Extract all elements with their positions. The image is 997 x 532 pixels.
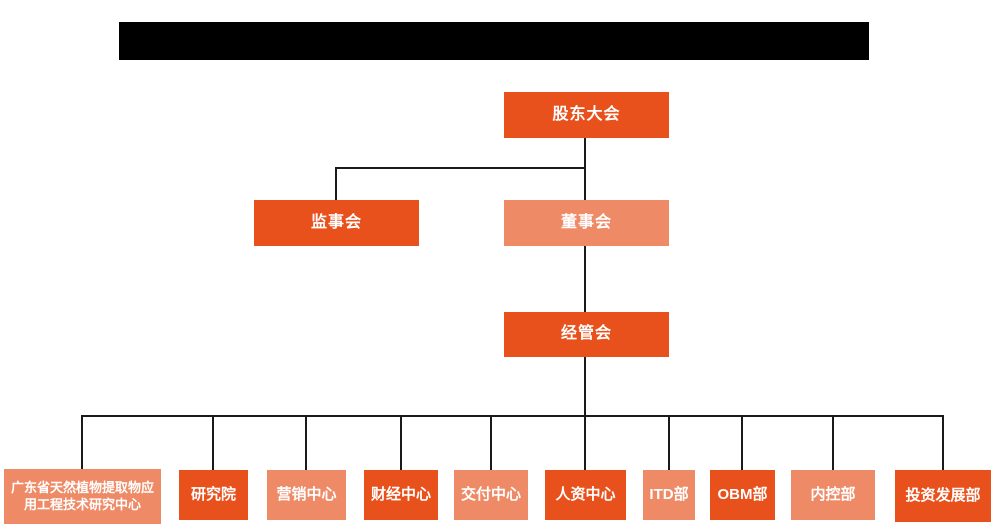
node-supervisory-board: 监事会 (254, 200, 419, 246)
dept-obm: OBM部 (710, 470, 775, 520)
connector-dept-drop-6 (584, 415, 586, 470)
node-management-committee: 经管会 (504, 312, 669, 357)
connector-dept-drop-5 (490, 415, 492, 470)
connector-dept-drop-2 (212, 415, 214, 470)
connector-dept-drop-4 (400, 415, 402, 470)
connector-management-down (584, 357, 586, 417)
node-shareholders-meeting: 股东大会 (504, 92, 669, 138)
redacted-title-bar (119, 22, 869, 60)
node-board-of-directors: 董事会 (504, 200, 669, 246)
connector-dept-drop-10 (942, 415, 944, 470)
dept-research-institute: 研究院 (179, 470, 248, 520)
dept-research-center: 广东省天然植物提取物应用工程技术研究中心 (4, 469, 161, 524)
connector-dept-drop-7 (668, 415, 670, 470)
connector-board-to-management (584, 246, 586, 312)
connector-dept-drop-1 (81, 415, 83, 470)
dept-itd: ITD部 (643, 470, 695, 520)
connector-dept-drop-9 (832, 415, 834, 470)
connector-dept-drop-8 (741, 415, 743, 470)
dept-finance-center: 财经中心 (364, 470, 438, 520)
dept-investment-development: 投资发展部 (895, 470, 991, 522)
connector-supervisory-drop (335, 167, 337, 200)
dept-delivery-center: 交付中心 (454, 470, 528, 520)
connector-level2-horizontal (335, 167, 586, 169)
connector-dept-drop-3 (305, 415, 307, 470)
dept-hr-center: 人资中心 (545, 470, 626, 520)
dept-marketing-center: 营销中心 (267, 470, 346, 520)
connector-root-down (584, 138, 586, 200)
dept-internal-control: 内控部 (791, 470, 875, 520)
connector-departments-horizontal (81, 415, 944, 417)
